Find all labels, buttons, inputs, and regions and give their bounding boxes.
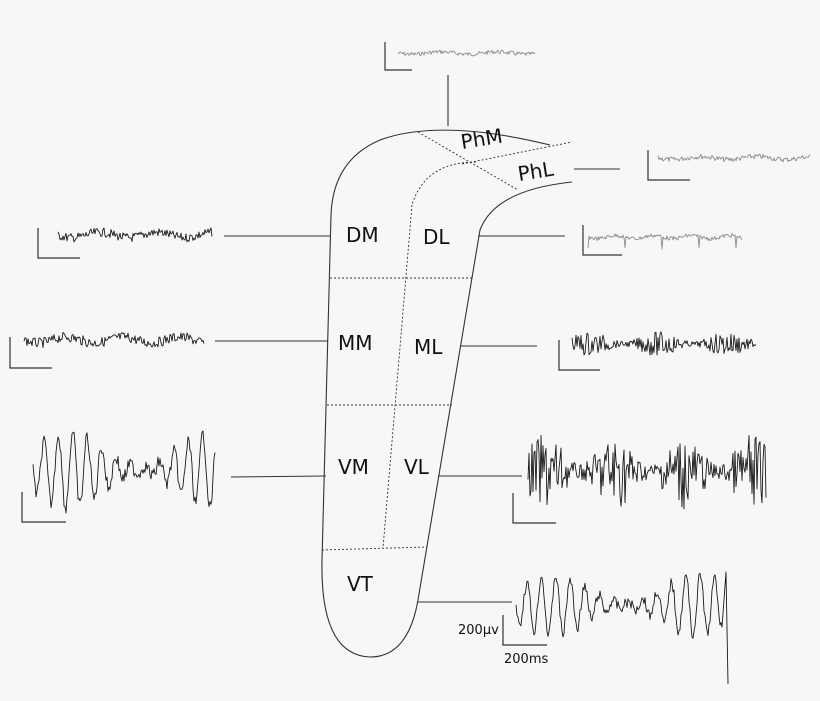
trace-phl: [657, 153, 811, 163]
region-label-ml: ML: [414, 335, 443, 359]
divider-phm-phl: [461, 141, 573, 165]
region-label-mm: MM: [338, 331, 373, 355]
structure-outline: [321, 129, 573, 658]
trace-dm: [57, 227, 213, 243]
divider-vertical: [382, 204, 413, 549]
trace-mm: [23, 331, 205, 349]
scalebar-vm: [21, 492, 66, 523]
scalebar-vt: [502, 615, 547, 646]
trace-vt: [515, 571, 729, 685]
scalebar-phm: [384, 42, 412, 71]
region-label-dl: DL: [423, 225, 450, 249]
region-label-vl: VL: [404, 455, 430, 479]
region-label-phm: PhM: [459, 124, 504, 154]
scale-label-time: 200ms: [504, 652, 548, 667]
trace-ml: [571, 331, 757, 356]
divider-diagonal: [417, 131, 519, 191]
scalebar-dm: [37, 228, 80, 259]
inner-arc: [411, 161, 477, 206]
region-label-phl: PhL: [516, 156, 556, 185]
divider-vm-vt: [321, 546, 428, 551]
trace-dl: [587, 233, 743, 250]
leader-vm: [230, 475, 327, 478]
scale-label-voltage: 200µv: [458, 623, 499, 638]
trace-vl: [527, 434, 767, 510]
scalebar-vl: [512, 493, 556, 524]
region-label-vt: VT: [347, 572, 374, 596]
trace-vm: [32, 430, 216, 514]
trace-phm: [397, 49, 536, 57]
scalebar-mm: [9, 337, 52, 369]
scalebar-ml: [558, 340, 600, 371]
region-label-vm: VM: [338, 455, 369, 479]
scalebar-dl: [582, 225, 622, 256]
scalebar-phl: [647, 150, 690, 181]
region-label-dm: DM: [346, 223, 379, 247]
